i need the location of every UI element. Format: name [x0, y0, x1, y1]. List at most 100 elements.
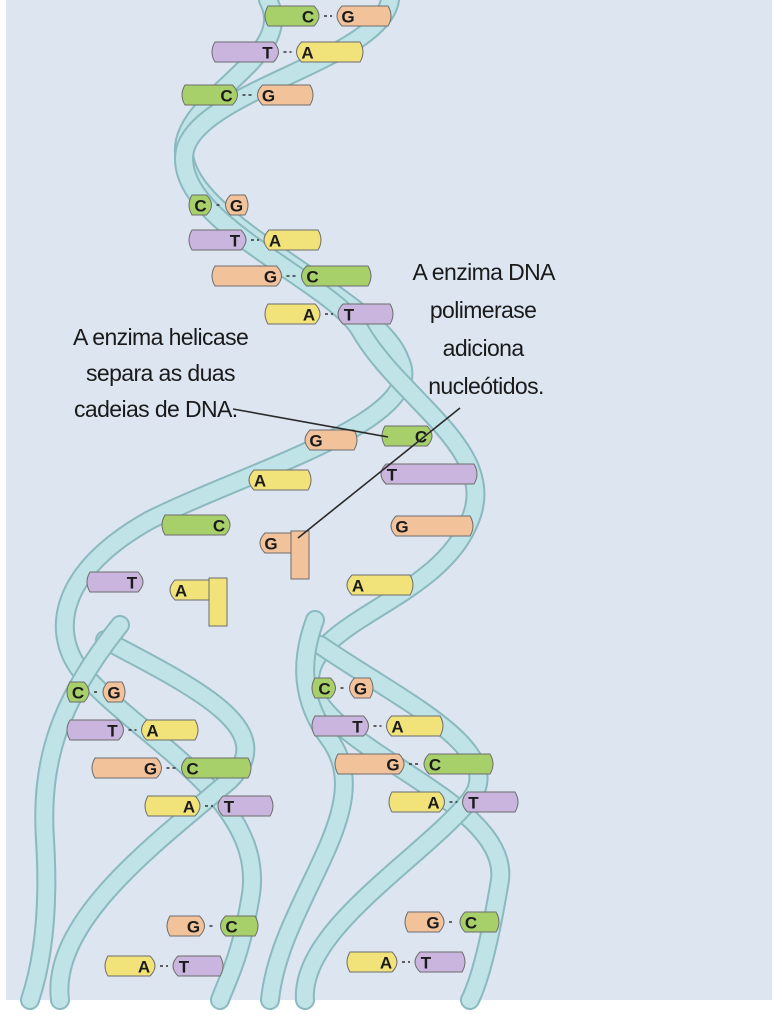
nucleotide-a: A [387, 716, 444, 737]
nucleotide-t: T [173, 956, 223, 977]
nucleotide-c: C [182, 85, 238, 106]
nucleotide-a: A [347, 952, 397, 973]
nucleotide-g: G [226, 195, 249, 216]
nucleotide-g: G [337, 6, 391, 27]
base-letter: A [254, 472, 266, 491]
helicase-label-line: A enzima helicase [73, 324, 248, 350]
base-letter: A [427, 794, 439, 813]
base-letter: G [264, 535, 277, 554]
base-letter: A [301, 44, 313, 63]
nucleotide-c: C [424, 754, 493, 775]
base-letter: A [146, 722, 158, 741]
nucleotide-a: A [145, 796, 200, 817]
nucleotide-g: G [391, 516, 473, 537]
base-letter: C [318, 680, 330, 699]
base-letter: T [224, 798, 235, 817]
base-letter: A [352, 577, 364, 596]
base-letter: A [303, 306, 315, 325]
base-letter: T [179, 958, 190, 977]
nucleotide-c: C [312, 678, 336, 699]
base-letter: G [426, 914, 439, 933]
base-letter: A [138, 958, 150, 977]
nucleotide-t: T [87, 572, 143, 593]
base-letter: C [302, 8, 314, 27]
nucleotide-t: T [415, 952, 465, 973]
polymerase-label-line: nucleótidos. [428, 373, 544, 399]
base-letter: C [306, 268, 318, 287]
base-letter: G [386, 756, 399, 775]
nucleotide-a: A [105, 956, 155, 977]
nucleotide-a: A [265, 304, 320, 325]
nucleotide-g: G [167, 916, 205, 937]
nucleotide-c: C [460, 912, 499, 933]
nucleotide-g: G [258, 85, 314, 106]
base-letter: G [262, 87, 275, 106]
base-letter: T [387, 466, 398, 485]
phosphate-tail [209, 578, 227, 626]
nucleotide-t: T [381, 464, 477, 485]
polymerase-label-line: polimerase [430, 297, 537, 323]
helicase-label-line: separa as duas [86, 360, 235, 386]
base-letter: G [230, 197, 243, 216]
base-letter: A [380, 954, 392, 973]
base-letter: C [186, 760, 198, 779]
base-letter: T [107, 722, 118, 741]
nucleotide-c: C [67, 682, 89, 703]
phosphate-tail [291, 531, 309, 579]
nucleotide-c: C [162, 515, 230, 536]
nucleotide-a: A [264, 230, 321, 251]
nucleotide-c: C [182, 758, 252, 779]
base-letter: A [269, 232, 281, 251]
base-letter: G [395, 518, 408, 537]
polymerase-label-line: adiciona [443, 335, 525, 361]
nucleotide-t: T [312, 716, 369, 737]
nucleotide-t: T [338, 304, 393, 325]
nucleotide-g: G [405, 912, 444, 933]
base-letter: G [264, 268, 277, 287]
base-letter: C [225, 918, 237, 937]
base-letter: G [107, 684, 120, 703]
nucleotide-c: C [265, 6, 319, 27]
base-letter: T [230, 232, 241, 251]
base-letter: A [183, 798, 195, 817]
base-letter: T [344, 306, 355, 325]
helicase-label: A enzima helicase separa as duas cadeias… [73, 324, 254, 422]
nucleotide-c: C [189, 195, 212, 216]
nucleotide-g: G [350, 678, 374, 699]
nucleotide-g: G [305, 430, 357, 451]
nucleotide-t: T [212, 42, 279, 63]
nucleotide-t: T [218, 796, 273, 817]
nucleotide-a: A [297, 42, 364, 63]
helicase-label-line: cadeias de DNA. [74, 396, 238, 422]
nucleotide-a: A [249, 470, 311, 491]
base-letter: T [352, 718, 363, 737]
base-letter: G [354, 680, 367, 699]
base-letter: T [127, 574, 138, 593]
nucleotide-g: G [92, 758, 162, 779]
base-letter: T [468, 794, 479, 813]
base-letter: C [72, 684, 84, 703]
base-letter: C [465, 914, 477, 933]
nucleotide-g: G [335, 754, 404, 775]
base-letter: G [187, 918, 200, 937]
base-letter: C [194, 197, 206, 216]
nucleotide-c: C [302, 266, 372, 287]
base-letter: G [341, 8, 354, 27]
polymerase-label-line: A enzima DNA [413, 259, 557, 285]
base-letter: T [421, 954, 432, 973]
nucleotide-g: G [103, 682, 125, 703]
nucleotide-g: G [212, 266, 282, 287]
base-letter: C [429, 756, 441, 775]
nucleotide-t: T [463, 792, 519, 813]
base-letter: T [262, 44, 273, 63]
base-letter: C [220, 87, 232, 106]
diagram-background [6, 0, 772, 1000]
nucleotide-t: T [189, 230, 246, 251]
nucleotide-a: A [347, 575, 413, 596]
base-letter: A [175, 582, 187, 601]
nucleotide-t: T [67, 720, 124, 741]
base-letter: A [391, 718, 403, 737]
base-letter: G [144, 760, 157, 779]
nucleotide-a: A [142, 720, 199, 741]
